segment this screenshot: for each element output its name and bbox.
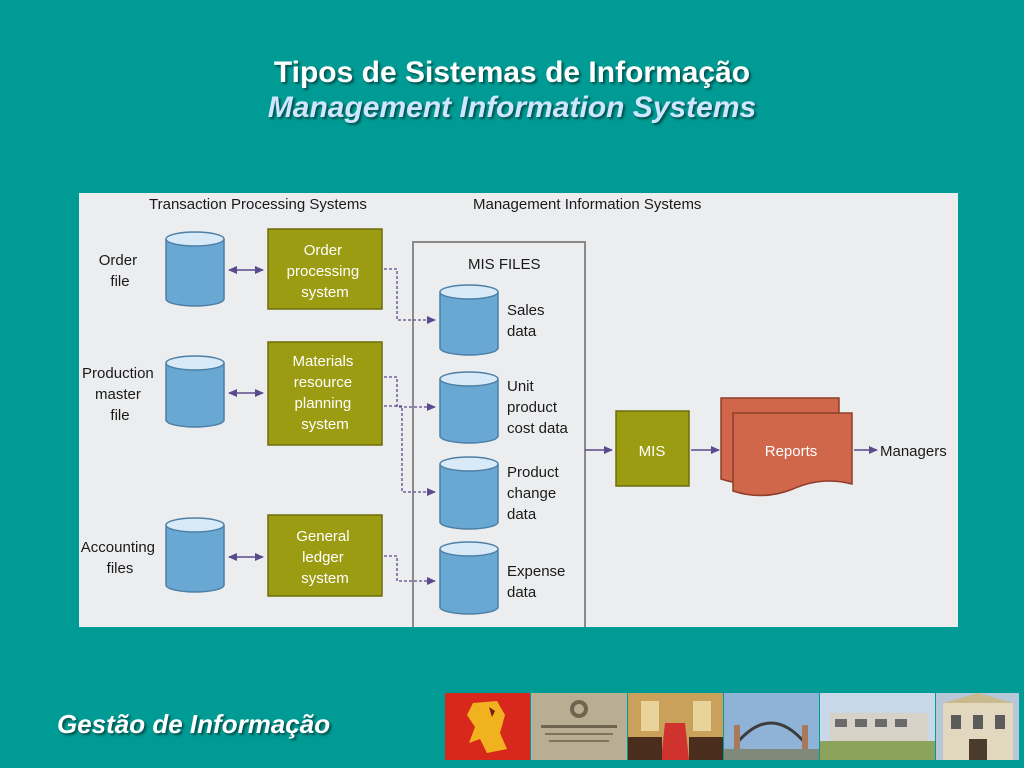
managers-label: Managers <box>880 443 947 460</box>
production-master-file-cylinder <box>165 355 225 428</box>
mis-section-label: Management Information Systems <box>473 196 701 213</box>
order-processing-system-box <box>267 228 383 310</box>
sales-data-cylinder <box>439 284 499 356</box>
mrp-to-product-change-connector <box>384 405 436 496</box>
photo-strip-canvas <box>445 693 1019 760</box>
order-processing-system-label: Order processing system <box>287 242 364 301</box>
mis-files-label: MIS FILES <box>468 256 541 273</box>
church-interior-image <box>628 693 723 760</box>
modern-building-image <box>820 693 935 760</box>
order-file-cylinder <box>165 231 225 307</box>
accounting-files-cylinder <box>165 517 225 593</box>
mrp-to-unit-cost-connector <box>384 376 436 411</box>
materials-resource-planning-system-label: Materials resource planning system <box>292 353 357 433</box>
reports-document-stack <box>720 397 853 497</box>
accounting-files-label: Accounting files <box>81 539 159 577</box>
mis-box <box>615 410 690 487</box>
slide-footer: Gestão de Informação <box>57 709 331 739</box>
photo-strip <box>445 693 1019 760</box>
general-ledger-system-label: General ledger system <box>296 528 354 587</box>
plaque-image <box>531 693 627 760</box>
slide-subtitle: Management Information Systems <box>267 91 757 124</box>
product-change-data-label: Product change data <box>507 464 563 523</box>
expense-data-cylinder <box>439 541 499 615</box>
mis-diagram: Transaction Processing Systems Managemen… <box>79 193 958 627</box>
unit-product-cost-data-label: Unit product cost data <box>507 378 569 437</box>
sales-data-label: Sales data <box>507 302 549 340</box>
mis-files-container <box>412 241 586 627</box>
tps-section-label: Transaction Processing Systems <box>149 196 367 213</box>
order-to-sales-connector <box>384 268 436 324</box>
unit-product-cost-data-cylinder <box>439 371 499 444</box>
slide-title: Tipos de Sistemas de Informação <box>273 56 751 89</box>
materials-resource-planning-system-box <box>267 341 383 446</box>
production-master-file-label: Production master file <box>82 365 158 424</box>
diagram-canvas: Transaction Processing Systems Managemen… <box>81 196 947 627</box>
historic-facade-image <box>936 693 1019 760</box>
expense-data-label: Expense data <box>507 563 570 601</box>
mis-box-label: MIS <box>639 443 666 460</box>
gate-image <box>724 693 819 760</box>
general-ledger-system-box <box>267 514 383 597</box>
slide-header: Tipos de Sistemas de Informação Manageme… <box>0 56 1024 126</box>
ledger-to-expense-connector <box>384 555 436 585</box>
product-change-data-cylinder <box>439 456 499 530</box>
order-file-label: Order file <box>99 252 142 290</box>
coat-of-arms-image <box>445 693 530 760</box>
reports-label: Reports <box>765 443 818 460</box>
